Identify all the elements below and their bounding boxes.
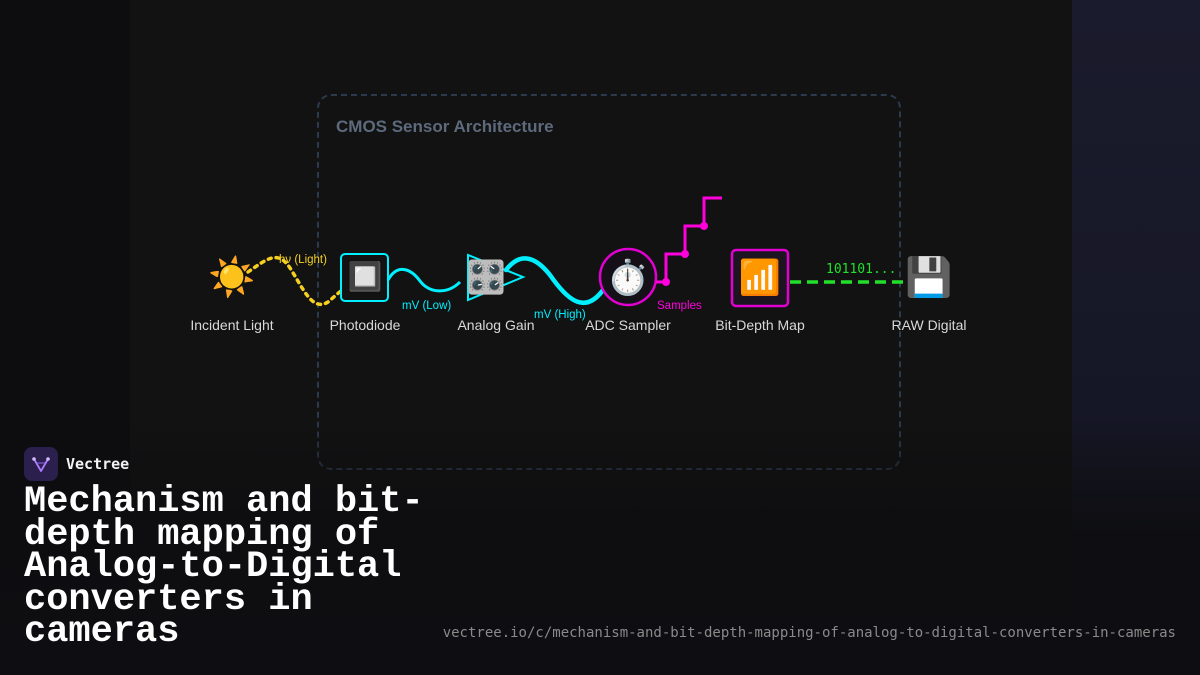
bit-depth-box: [730, 248, 790, 308]
edge-label-light: hν (Light): [279, 254, 327, 266]
page-title: Mechanism and bit-depth mapping of Analo…: [24, 481, 424, 653]
stopwatch-icon: ⏱️: [606, 258, 650, 298]
sample-staircase-path: [656, 196, 722, 284]
edge-label-samples: Samples: [657, 300, 702, 312]
node-label-bit-depth-map: Bit-Depth Map: [715, 317, 805, 333]
sun-icon: ☀️: [208, 255, 256, 299]
brand-name: Vectree: [66, 455, 130, 473]
edge-label-low-voltage: mV (Low): [402, 300, 452, 312]
light-wave-path: [246, 255, 344, 306]
edge-label-binary: 101101...: [826, 262, 897, 277]
node-label-incident-light: Incident Light: [190, 317, 274, 333]
high-voltage-wave-path: [503, 256, 606, 305]
node-label-raw-digital: RAW Digital: [891, 317, 967, 333]
control-knobs-icon: 🎛️: [466, 258, 506, 296]
vectree-logo-icon: [24, 447, 58, 481]
node-label-analog-gain: Analog Gain: [457, 317, 535, 333]
bottom-fade: [0, 415, 1200, 675]
chip-icon: 🔲: [347, 260, 383, 293]
node-label-adc-sampler: ADC Sampler: [585, 317, 671, 333]
photodiode-box: [340, 253, 389, 302]
amplifier-triangle: [467, 253, 526, 302]
sample-point: [662, 278, 670, 286]
sample-point: [700, 222, 708, 230]
signal-bars-icon: 📶: [738, 258, 782, 298]
low-voltage-wave-path: [386, 268, 462, 293]
edge-label-high-voltage: mV (High): [534, 309, 586, 321]
frame-title: CMOS Sensor Architecture: [336, 117, 554, 136]
brand: Vectree: [24, 447, 129, 481]
floppy-disk-icon: 💾: [905, 255, 953, 299]
sample-point: [681, 250, 689, 258]
adc-circle: [598, 247, 658, 307]
source-url: vectree.io/c/mechanism-and-bit-depth-map…: [442, 625, 1176, 641]
node-label-photodiode: Photodiode: [329, 317, 401, 333]
